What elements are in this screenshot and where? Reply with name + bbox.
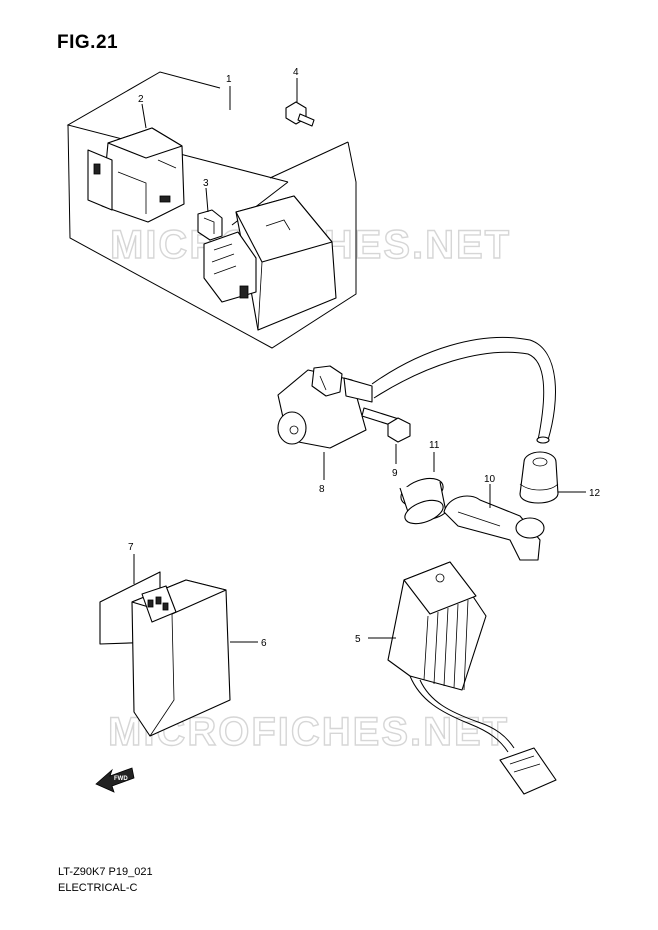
figure-title: FIG.21 [57,32,119,53]
callout-3: 3 [203,178,209,189]
leader-lines [133,78,586,643]
part-bolt-9 [361,407,411,443]
part-regulator [387,561,557,795]
part-sleeve [399,477,447,525]
model-code: LT-Z90K7 P19_021 [58,866,153,878]
callout-6: 6 [261,638,267,649]
part-ignition-coil [277,337,556,449]
section-name: ELECTRICAL-C [58,882,138,894]
part-clip [197,209,223,241]
part-bolt-4 [285,101,315,127]
callout-11: 11 [429,440,440,451]
part-relay-cover [87,127,185,223]
callout-12: 12 [589,488,601,499]
callout-1: 1 [226,74,232,85]
callout-9: 9 [392,468,398,479]
part-starter-relay [203,195,337,331]
part-plug-cap [443,495,545,561]
callout-7: 7 [128,542,134,553]
fwd-label: FWD [114,776,128,782]
callout-5: 5 [355,634,361,645]
callout-4: 4 [293,67,299,78]
callout-2: 2 [138,94,144,105]
part-cdi-unit [131,579,231,737]
part-cap [519,451,559,504]
callout-8: 8 [319,484,325,495]
fwd-arrow-icon: FWD [95,767,135,793]
callout-10: 10 [484,474,496,485]
